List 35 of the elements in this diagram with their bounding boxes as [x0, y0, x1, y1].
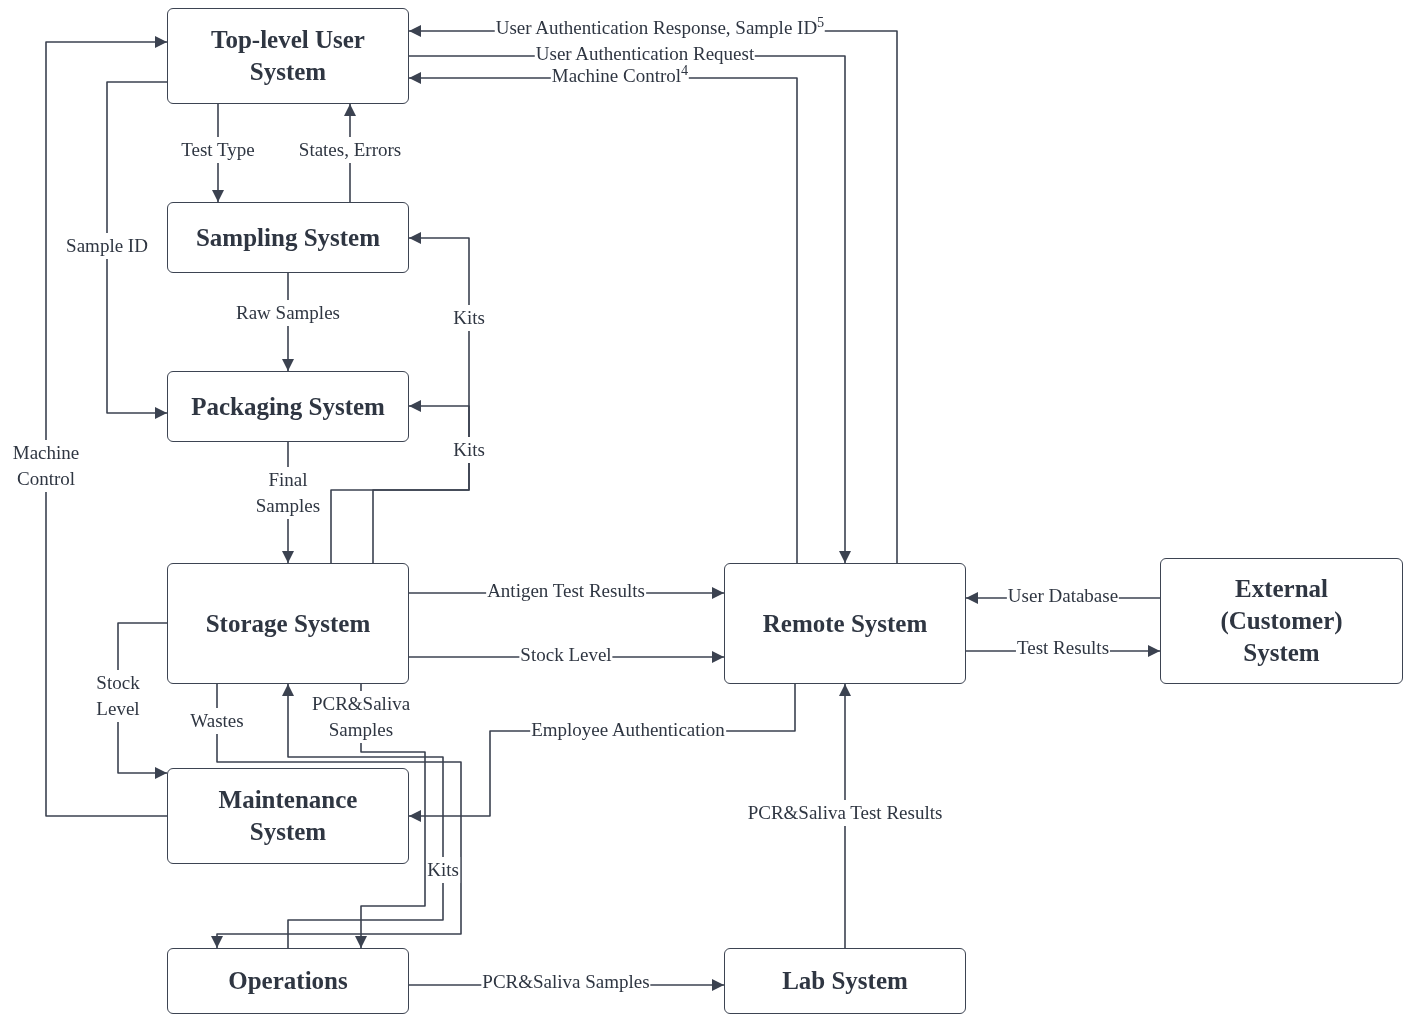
- arrow: [330, 232, 470, 564]
- system-box: [724, 948, 966, 1014]
- edge-label: Test Type: [180, 137, 256, 163]
- edge-label: States, Errors: [297, 137, 403, 163]
- arrow: [106, 81, 168, 419]
- arrow: [282, 683, 444, 949]
- system-name: Maintenance System: [217, 785, 359, 847]
- system-name: External (Customer) System: [1219, 574, 1344, 668]
- arrow: [839, 683, 851, 949]
- arrow: [211, 683, 462, 949]
- edge-label: Sample ID: [65, 233, 149, 259]
- system-box: [167, 563, 409, 684]
- edge-label: Raw Samples: [235, 300, 341, 326]
- edge-label: User Authentication Response, Sample ID$^{5}$: [494, 15, 826, 41]
- system-name: Top-level User System: [210, 25, 366, 87]
- edge-label: Wastes: [189, 708, 245, 734]
- system-box: [724, 563, 966, 684]
- system-name: Remote System: [762, 608, 928, 639]
- edge-label: Kits: [452, 437, 486, 463]
- edge-label: PCR&Saliva Test Results: [746, 800, 944, 826]
- arrow: [372, 400, 470, 564]
- system-name: Sampling System: [195, 222, 381, 253]
- system-box: [167, 768, 409, 864]
- edge-label: Kits: [426, 857, 460, 883]
- system-name: Operations: [228, 966, 348, 996]
- system-box: [167, 948, 409, 1014]
- arrow: [45, 36, 168, 817]
- system-name: Lab System: [782, 966, 908, 996]
- system-box: [1160, 558, 1403, 684]
- system-name: Storage System: [205, 608, 371, 639]
- system-box: [167, 8, 409, 104]
- edge-label: Kits: [452, 305, 486, 331]
- system-box: [167, 202, 409, 273]
- system-name: Packaging System: [191, 391, 385, 422]
- system-box: [167, 371, 409, 442]
